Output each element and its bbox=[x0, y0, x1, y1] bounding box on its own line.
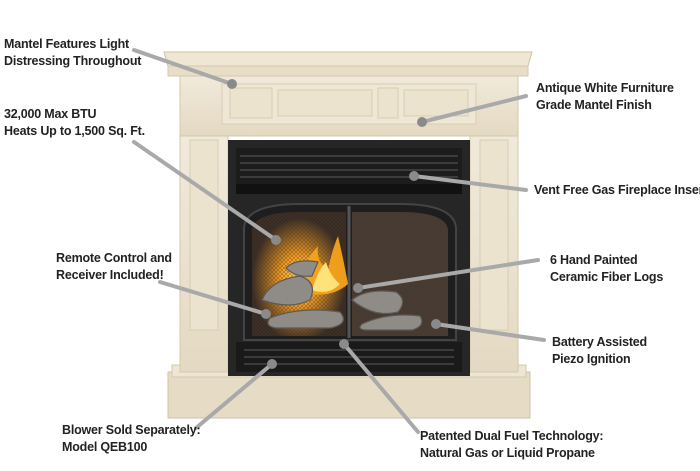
label-btu: 32,000 Max BTU Heats Up to 1,500 Sq. Ft. bbox=[4, 106, 145, 140]
label-ignition: Battery Assisted Piezo Ignition bbox=[552, 334, 647, 368]
callout-line-dual-fuel bbox=[342, 342, 420, 434]
mantel-plinth bbox=[167, 371, 531, 419]
label-line: Distressing Throughout bbox=[4, 54, 142, 68]
label-line: Receiver Included! bbox=[56, 268, 164, 282]
callout-line-distressing bbox=[132, 48, 234, 86]
label-line: Grade Mantel Finish bbox=[536, 98, 652, 112]
callout-dots bbox=[227, 79, 441, 369]
label-insert: Vent Free Gas Fireplace Insert bbox=[534, 182, 700, 199]
label-mantel-distressing: Mantel Features Light Distressing Throug… bbox=[4, 36, 141, 70]
label-line: Ceramic Fiber Logs bbox=[550, 270, 664, 284]
callout-line-insert bbox=[412, 174, 528, 192]
label-line: Piezo Ignition bbox=[552, 352, 631, 366]
label-line: 32,000 Max BTU bbox=[4, 107, 97, 121]
label-line: Blower Sold Separately: bbox=[62, 423, 201, 437]
label-line: Antique White Furniture bbox=[536, 81, 674, 95]
mantel-top-shelf bbox=[163, 51, 533, 67]
callout-line-btu bbox=[132, 140, 278, 242]
flame bbox=[300, 236, 348, 295]
callout-line-logs bbox=[356, 258, 540, 290]
label-line: Vent Free Gas Fireplace Insert bbox=[534, 183, 700, 197]
label-line: 6 Hand Painted bbox=[550, 253, 638, 267]
label-remote: Remote Control and Receiver Included! bbox=[56, 250, 172, 284]
callout-line-blower bbox=[194, 362, 274, 430]
label-blower: Blower Sold Separately: Model QEB100 bbox=[62, 422, 201, 456]
label-line: Model QEB100 bbox=[62, 440, 148, 454]
label-logs: 6 Hand Painted Ceramic Fiber Logs bbox=[550, 252, 663, 286]
callout-line-remote bbox=[158, 280, 268, 316]
label-line: Remote Control and bbox=[56, 251, 172, 265]
callout-line-finish bbox=[420, 94, 528, 124]
label-dual-fuel: Patented Dual Fuel Technology: Natural G… bbox=[420, 428, 604, 462]
callout-line-ignition bbox=[434, 322, 546, 342]
label-line: Battery Assisted bbox=[552, 335, 647, 349]
label-finish: Antique White Furniture Grade Mantel Fin… bbox=[536, 80, 674, 114]
ceramic-logs bbox=[261, 260, 423, 331]
label-line: Patented Dual Fuel Technology: bbox=[420, 429, 604, 443]
label-line: Natural Gas or Liquid Propane bbox=[420, 446, 595, 460]
label-line: Heats Up to 1,500 Sq. Ft. bbox=[4, 124, 145, 138]
callout-lines bbox=[132, 48, 546, 434]
label-line: Mantel Features Light bbox=[4, 37, 129, 51]
